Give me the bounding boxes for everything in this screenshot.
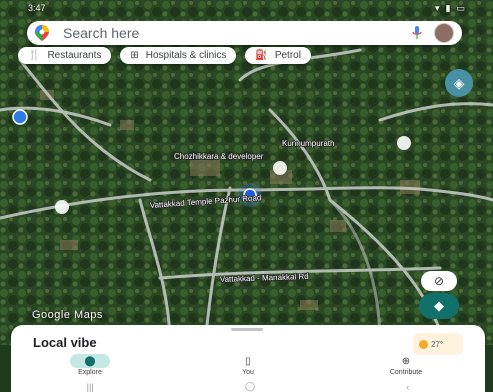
weather-badge[interactable]: 27° [413, 333, 463, 355]
layers-icon: ◈ [453, 74, 465, 91]
sheet-title: Local vibe [33, 335, 97, 350]
chip-label: Petrol [274, 50, 301, 61]
search-input[interactable]: Search here [63, 25, 140, 41]
google-maps-logo: Google Maps [32, 309, 103, 321]
compass-icon: ⊘ [433, 274, 445, 288]
search-bar[interactable]: Search here [27, 21, 462, 45]
avatar[interactable] [434, 23, 454, 43]
sun-icon [419, 339, 428, 349]
compass-button[interactable]: ⊘ [421, 271, 457, 291]
maps-pin-logo-icon [35, 25, 49, 41]
chip-hospitals[interactable]: ⊞ Hospitals & clinics [120, 47, 237, 64]
plus-circle-icon: ⊕ [401, 355, 411, 367]
poi-icon[interactable] [273, 161, 287, 175]
recents-icon[interactable]: ||| [86, 381, 94, 392]
battery-icon: ▭ [456, 2, 465, 13]
system-nav-bar: ||| ◯ ‹ [11, 381, 485, 392]
nav-label: You [242, 369, 254, 376]
bookmark-icon: ▯ [245, 355, 251, 367]
home-icon[interactable]: ◯ [244, 381, 256, 391]
bottom-sheet[interactable]: Local vibe 27° ⬤ Explore ▯ You ⊕ Contrib… [11, 325, 485, 392]
mic-icon[interactable] [412, 26, 422, 40]
status-icons: ▾ ▮ ▭ [435, 3, 465, 14]
chip-petrol[interactable]: ⛽ Petrol [245, 47, 311, 64]
nav-you[interactable]: ▯ You [193, 354, 303, 377]
chip-restaurants[interactable]: 🍴 Restaurants [18, 47, 112, 64]
chip-label: Restaurants [47, 50, 102, 61]
nav-label: Contribute [389, 369, 423, 376]
directions-button[interactable]: ◆ [419, 293, 459, 319]
hospital-icon: ⊞ [130, 50, 139, 61]
poi-icon[interactable] [397, 136, 411, 150]
signal-icon: ▮ [445, 2, 451, 13]
map-road-label: Vattakkad - Manakkal Rd [220, 272, 309, 284]
my-location-icon [243, 188, 257, 202]
category-chips: 🍴 Restaurants ⊞ Hospitals & clinics ⛽ Pe… [18, 47, 311, 64]
status-bar: 3:47 ▾ ▮ ▭ [0, 0, 493, 16]
weather-temp: 27° [431, 339, 444, 349]
nav-label: Explore [78, 369, 102, 376]
transit-icon[interactable] [12, 109, 28, 125]
directions-icon: ◆ [434, 298, 444, 313]
map-place-label[interactable]: Kunnumpurath [281, 138, 335, 149]
wifi-icon: ▾ [435, 2, 440, 13]
nav-contribute[interactable]: ⊕ Contribute [351, 354, 461, 377]
poi-icon[interactable] [55, 200, 69, 214]
pin-icon: ⬤ [70, 354, 110, 368]
fuel-icon: ⛽ [255, 50, 268, 61]
chip-label: Hospitals & clinics [145, 50, 227, 61]
fork-knife-icon: 🍴 [28, 50, 41, 61]
status-time: 3:47 [28, 3, 46, 13]
layers-button[interactable]: ◈ [445, 69, 473, 97]
nav-explore[interactable]: ⬤ Explore [35, 354, 145, 376]
bottom-nav: ⬤ Explore ▯ You ⊕ Contribute [11, 354, 485, 380]
drag-handle[interactable] [231, 328, 263, 331]
back-icon[interactable]: ‹ [406, 381, 410, 392]
map-place-label[interactable]: Chozhikkara & developer [173, 151, 264, 162]
